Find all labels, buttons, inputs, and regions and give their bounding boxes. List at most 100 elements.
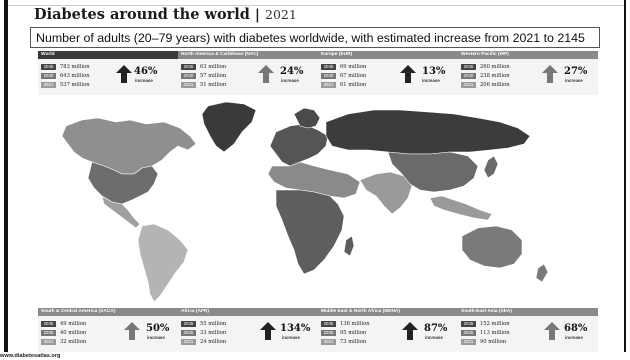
percent-increase: 46% [134, 66, 158, 77]
year-badge: 2030 [181, 329, 196, 336]
row-value: 643 million [60, 72, 90, 79]
panel-row: 2030 33 million [181, 328, 226, 337]
year-badge: 2045 [321, 63, 336, 70]
increase-arrow-icon [542, 65, 558, 83]
row-value: 206 million [480, 81, 510, 88]
panel-row: 2021 73 million [321, 337, 370, 346]
row-value: 33 million [200, 329, 227, 336]
row-value: 55 million [200, 320, 227, 327]
year-badge: 2045 [41, 63, 56, 70]
map-region-central-america [101, 195, 141, 229]
panel-row: 2021 206 million [461, 80, 510, 89]
panel-row: 2045 55 million [181, 319, 226, 328]
year-badge: 2021 [181, 338, 196, 345]
map-region-south-asia [359, 171, 413, 215]
world-map-icon [61, 101, 549, 303]
panel-header: South-East Asia (SEA) [458, 308, 598, 316]
row-value: 63 million [200, 63, 227, 70]
panel-row: 2045 69 million [321, 62, 366, 71]
increase-label: increase [422, 78, 440, 83]
row-value: 238 million [480, 72, 510, 79]
panel-row: 2030 40 million [41, 328, 86, 337]
row-value: 67 million [340, 72, 367, 79]
row-value: 24 million [200, 338, 227, 345]
panel-header: South & Central America (SACA) [38, 308, 178, 316]
map-region-usa [87, 161, 159, 205]
percent-increase: 68% [564, 323, 588, 334]
map-region-europe [269, 123, 329, 167]
year-badge: 2030 [41, 329, 56, 336]
row-value: 783 million [60, 63, 90, 70]
row-value: 69 million [340, 63, 367, 70]
panel-row: 2021 61 million [321, 80, 366, 89]
year-badge: 2021 [41, 338, 56, 345]
row-value: 40 million [60, 329, 87, 336]
panel-header: North America & Caribbean (NAC) [178, 51, 318, 59]
row-value: 61 million [340, 81, 367, 88]
map-region-south-america [137, 223, 189, 303]
year-badge: 2045 [41, 320, 56, 327]
row-value: 57 million [200, 72, 227, 79]
percent-increase: 13% [422, 66, 446, 77]
year-badge: 2021 [321, 338, 336, 345]
panel-row: 2030 113 million [461, 328, 510, 337]
increase-arrow-icon [124, 322, 140, 340]
percent-increase: 87% [424, 323, 448, 334]
year-badge: 2045 [181, 63, 196, 70]
percent-increase: 50% [146, 323, 170, 334]
row-value: 51 million [200, 81, 227, 88]
increase-arrow-icon [116, 65, 132, 83]
subtitle-box: Number of adults (20–79 years) with diab… [30, 27, 600, 48]
title-year: 2021 [265, 7, 297, 22]
page-title: Diabetes around the world [34, 6, 250, 23]
row-value: 113 million [480, 329, 510, 336]
row-value: 73 million [340, 338, 367, 345]
footer-url[interactable]: www.diabetesatlas.org [0, 353, 61, 359]
map-region-east-asia [387, 151, 479, 193]
increase-arrow-icon [260, 322, 276, 340]
panel-header: Western Pacific (WP) [458, 51, 598, 59]
map-region-russia [325, 109, 531, 155]
subtitle: Number of adults (20–79 years) with diab… [36, 30, 585, 45]
year-badge: 2021 [321, 81, 336, 88]
panel-row: 2030 643 million [41, 71, 90, 80]
year-badge: 2030 [461, 329, 476, 336]
percent-increase: 27% [564, 66, 588, 77]
panel-header: Europe (EUR) [318, 51, 458, 59]
increase-label: increase [565, 78, 583, 83]
map-region-africa [275, 189, 345, 275]
map-region-australia [461, 225, 523, 269]
year-badge: 2030 [321, 329, 336, 336]
panel-nac: North America & Caribbean (NAC) 2045 63 m… [178, 51, 318, 95]
increase-arrow-icon [544, 322, 560, 340]
increase-label: increase [425, 335, 443, 340]
year-badge: 2045 [461, 63, 476, 70]
year-badge: 2030 [41, 72, 56, 79]
map-region-japan [483, 155, 499, 179]
left-border [4, 0, 8, 352]
panel-row: 2030 57 million [181, 71, 226, 80]
panel-row: 2045 783 million [41, 62, 90, 71]
percent-increase: 134% [280, 323, 311, 334]
row-value: 136 million [340, 320, 370, 327]
year-badge: 2030 [181, 72, 196, 79]
year-badge: 2030 [321, 72, 336, 79]
year-badge: 2021 [461, 338, 476, 345]
title-separator: | [254, 7, 261, 23]
panel-row: 2045 63 million [181, 62, 226, 71]
map-region-scandinavia [293, 107, 321, 129]
year-badge: 2021 [461, 81, 476, 88]
year-badge: 2045 [181, 320, 196, 327]
panel-row: 2021 24 million [181, 337, 226, 346]
